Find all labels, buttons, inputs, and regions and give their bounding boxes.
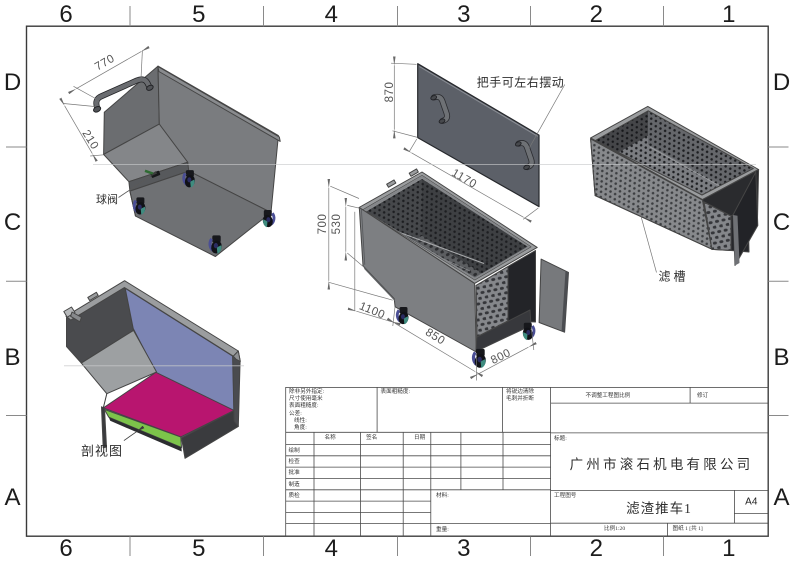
zone-row-right-a: A xyxy=(773,484,790,511)
construction-lines xyxy=(64,164,756,367)
zone-row-left-a: A xyxy=(4,484,21,511)
zone-row-left-b: B xyxy=(4,343,21,371)
dims-view2 xyxy=(390,56,539,223)
tb-scale: 比例1:20 xyxy=(604,526,626,533)
dim-700: 700 xyxy=(316,214,329,235)
label-section-view: 剖视图 xyxy=(80,443,124,459)
tb-drawing-no-label: 工程图号 xyxy=(554,493,577,499)
tb-company: 广州市滚石机电有限公司 xyxy=(569,457,754,472)
tb-general-notes: 除非另外指定: 尺寸使用毫米 表面粗糙度: 公差: 线性: 角度: xyxy=(289,389,325,432)
zone-row-right-d: D xyxy=(772,68,791,96)
label-ball-valve: 球阀 xyxy=(96,193,118,206)
tb-do-not-scale: 不调整工程图比例 xyxy=(585,392,631,399)
zone-col-top-2: 2 xyxy=(589,0,603,28)
zone-col-top-4: 4 xyxy=(324,0,338,28)
zone-col-bottom-3: 3 xyxy=(457,535,471,562)
zone-col-bottom-6: 6 xyxy=(59,535,73,562)
tb-row-manufactured: 制造 xyxy=(288,481,300,488)
lid-handle-upper xyxy=(430,93,451,124)
tb-paper-size: A4 xyxy=(745,496,758,508)
zone-col-top-3: 3 xyxy=(457,0,471,28)
zone-col-bottom-4: 4 xyxy=(324,535,338,562)
zone-col-bottom-1: 1 xyxy=(722,535,736,562)
tb-header-date: 日期 xyxy=(414,434,426,441)
zone-col-top-1: 1 xyxy=(722,0,736,28)
tb-drawing-no: 滤渣推车1 xyxy=(626,501,692,516)
view-cart-open xyxy=(327,168,569,381)
tb-row-approved: 批准 xyxy=(288,470,300,477)
title-block-grid xyxy=(285,386,769,537)
zone-row-right-c: C xyxy=(772,209,791,236)
tb-weight-label: 重量: xyxy=(436,527,449,533)
tb-surface-finish: 表面粗糙度: xyxy=(380,389,411,395)
view-basket xyxy=(590,105,760,273)
view-section xyxy=(63,280,241,459)
dims-view3 xyxy=(327,178,537,381)
tb-deburr-note: 将锐边清除 毛刺并折断 xyxy=(506,389,534,403)
zone-col-bottom-5: 5 xyxy=(192,535,206,562)
tb-header-signature: 签名 xyxy=(366,434,378,441)
view-cart-closed xyxy=(59,45,281,257)
zone-row-left-d: D xyxy=(3,68,22,96)
zone-col-top-6: 6 xyxy=(59,0,73,28)
zone-row-left-c: C xyxy=(3,209,22,236)
zone-col-top-5: 5 xyxy=(192,0,206,28)
dim-530: 530 xyxy=(331,214,344,235)
tb-sheet: 图纸 1 [共 1] xyxy=(672,526,703,533)
dim-870: 870 xyxy=(383,81,396,103)
zone-row-right-b: B xyxy=(773,343,790,371)
tb-header-name: 名称 xyxy=(324,434,336,441)
label-filter-basket: 滤槽 xyxy=(658,269,689,284)
tb-row-checked: 检查 xyxy=(288,458,300,465)
tb-material-label: 材料: xyxy=(436,492,449,499)
view-lid-panel xyxy=(390,56,566,223)
zone-col-bottom-2: 2 xyxy=(589,535,603,562)
tb-title-label: 标题: xyxy=(554,436,567,442)
tb-row-qa: 质检 xyxy=(288,492,300,499)
tb-revision: 修订 xyxy=(697,392,709,399)
dims-view1 xyxy=(59,45,150,162)
label-lid-handle-note: 把手可左右摆动 xyxy=(476,75,565,90)
tb-row-drawn: 绘制 xyxy=(288,447,300,454)
